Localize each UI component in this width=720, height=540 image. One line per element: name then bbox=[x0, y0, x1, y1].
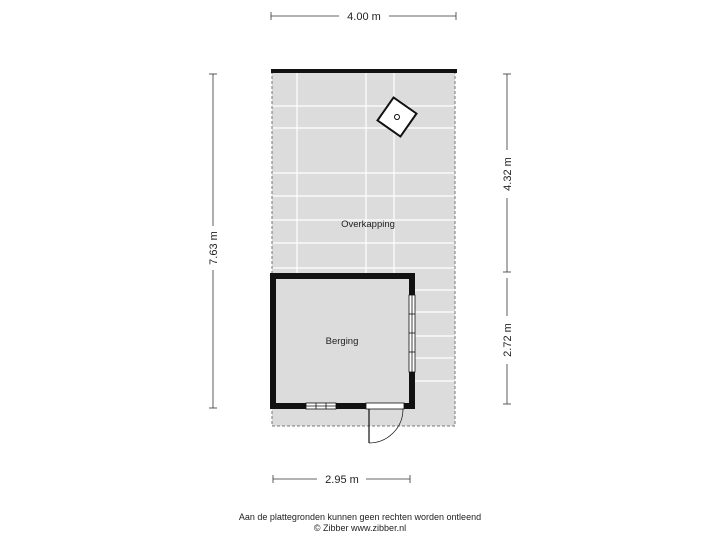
dimension-right-upper bbox=[503, 73, 511, 273]
right-window bbox=[408, 294, 416, 373]
berging-room bbox=[270, 273, 416, 444]
berging-wall-bottom-mid bbox=[336, 403, 366, 409]
top-wall bbox=[271, 69, 457, 73]
label-berging: Berging bbox=[326, 336, 359, 347]
dimension-right-lower-label: 2.72 m bbox=[502, 323, 514, 357]
dimension-left bbox=[209, 73, 217, 409]
berging-floor bbox=[276, 278, 410, 404]
door-swing bbox=[368, 408, 404, 444]
dimension-bottom bbox=[272, 475, 411, 483]
berging-wall-right-upper bbox=[409, 273, 415, 295]
table-symbol bbox=[376, 96, 418, 138]
bottom-window bbox=[305, 402, 337, 410]
tile-grid bbox=[272, 71, 455, 382]
berging-wall-bottom-right bbox=[404, 403, 415, 409]
door bbox=[365, 402, 405, 444]
footer-disclaimer: Aan de plattegronden kunnen geen rechten… bbox=[238, 512, 482, 522]
berging-wall-right-lower bbox=[409, 372, 415, 409]
dimension-left-label: 7.63 m bbox=[208, 231, 220, 265]
label-overkapping: Overkapping bbox=[341, 219, 395, 230]
footer-credit: © Zibber www.zibber.nl bbox=[313, 523, 407, 533]
berging-wall-left bbox=[270, 273, 276, 409]
dimension-bottom-label: 2.95 m bbox=[325, 474, 359, 486]
dimension-top bbox=[270, 12, 457, 20]
dimension-right-lower bbox=[503, 278, 511, 405]
berging-wall-top bbox=[270, 273, 415, 279]
berging-wall-bottom-left bbox=[270, 403, 306, 409]
dimension-top-label: 4.00 m bbox=[347, 11, 381, 23]
dimension-right-upper-label: 4.32 m bbox=[502, 157, 514, 191]
